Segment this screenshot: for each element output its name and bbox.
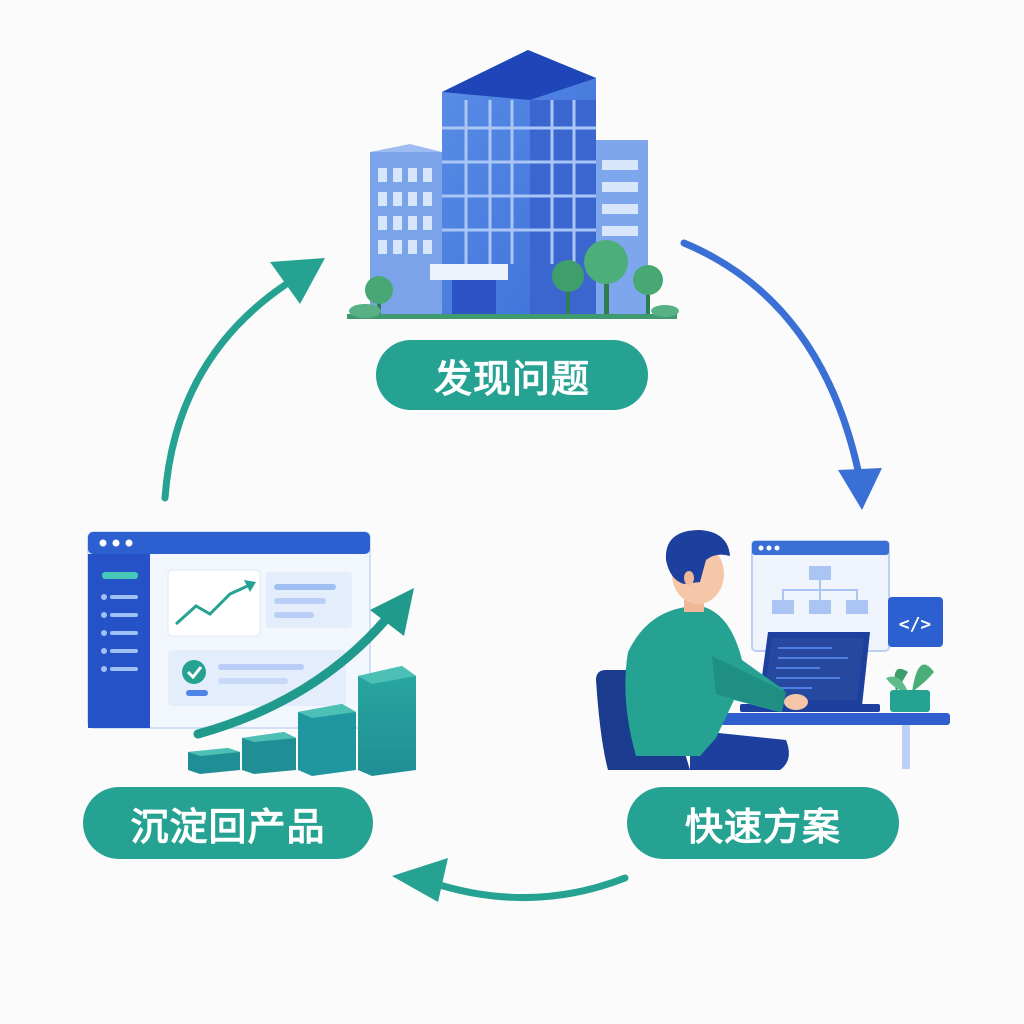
arrow-right-to-left [392,858,629,902]
arrow-left-to-top [161,258,325,502]
svg-text:</>: </> [899,614,932,635]
dashboard-growth-chart-icon [87,531,416,776]
arrow-top-to-right [680,239,882,510]
step-label-discover-problem: 发现问题 [376,340,648,410]
step-label-settle-into-product: 沉淀回产品 [83,787,373,859]
code-badge-icon: </> [888,597,943,647]
plant-icon [886,664,934,712]
step-label-quick-solution: 快速方案 [627,787,899,859]
flowchart-window [751,540,890,652]
developer-at-laptop-icon: </> [596,530,950,770]
office-building-icon [347,50,679,319]
